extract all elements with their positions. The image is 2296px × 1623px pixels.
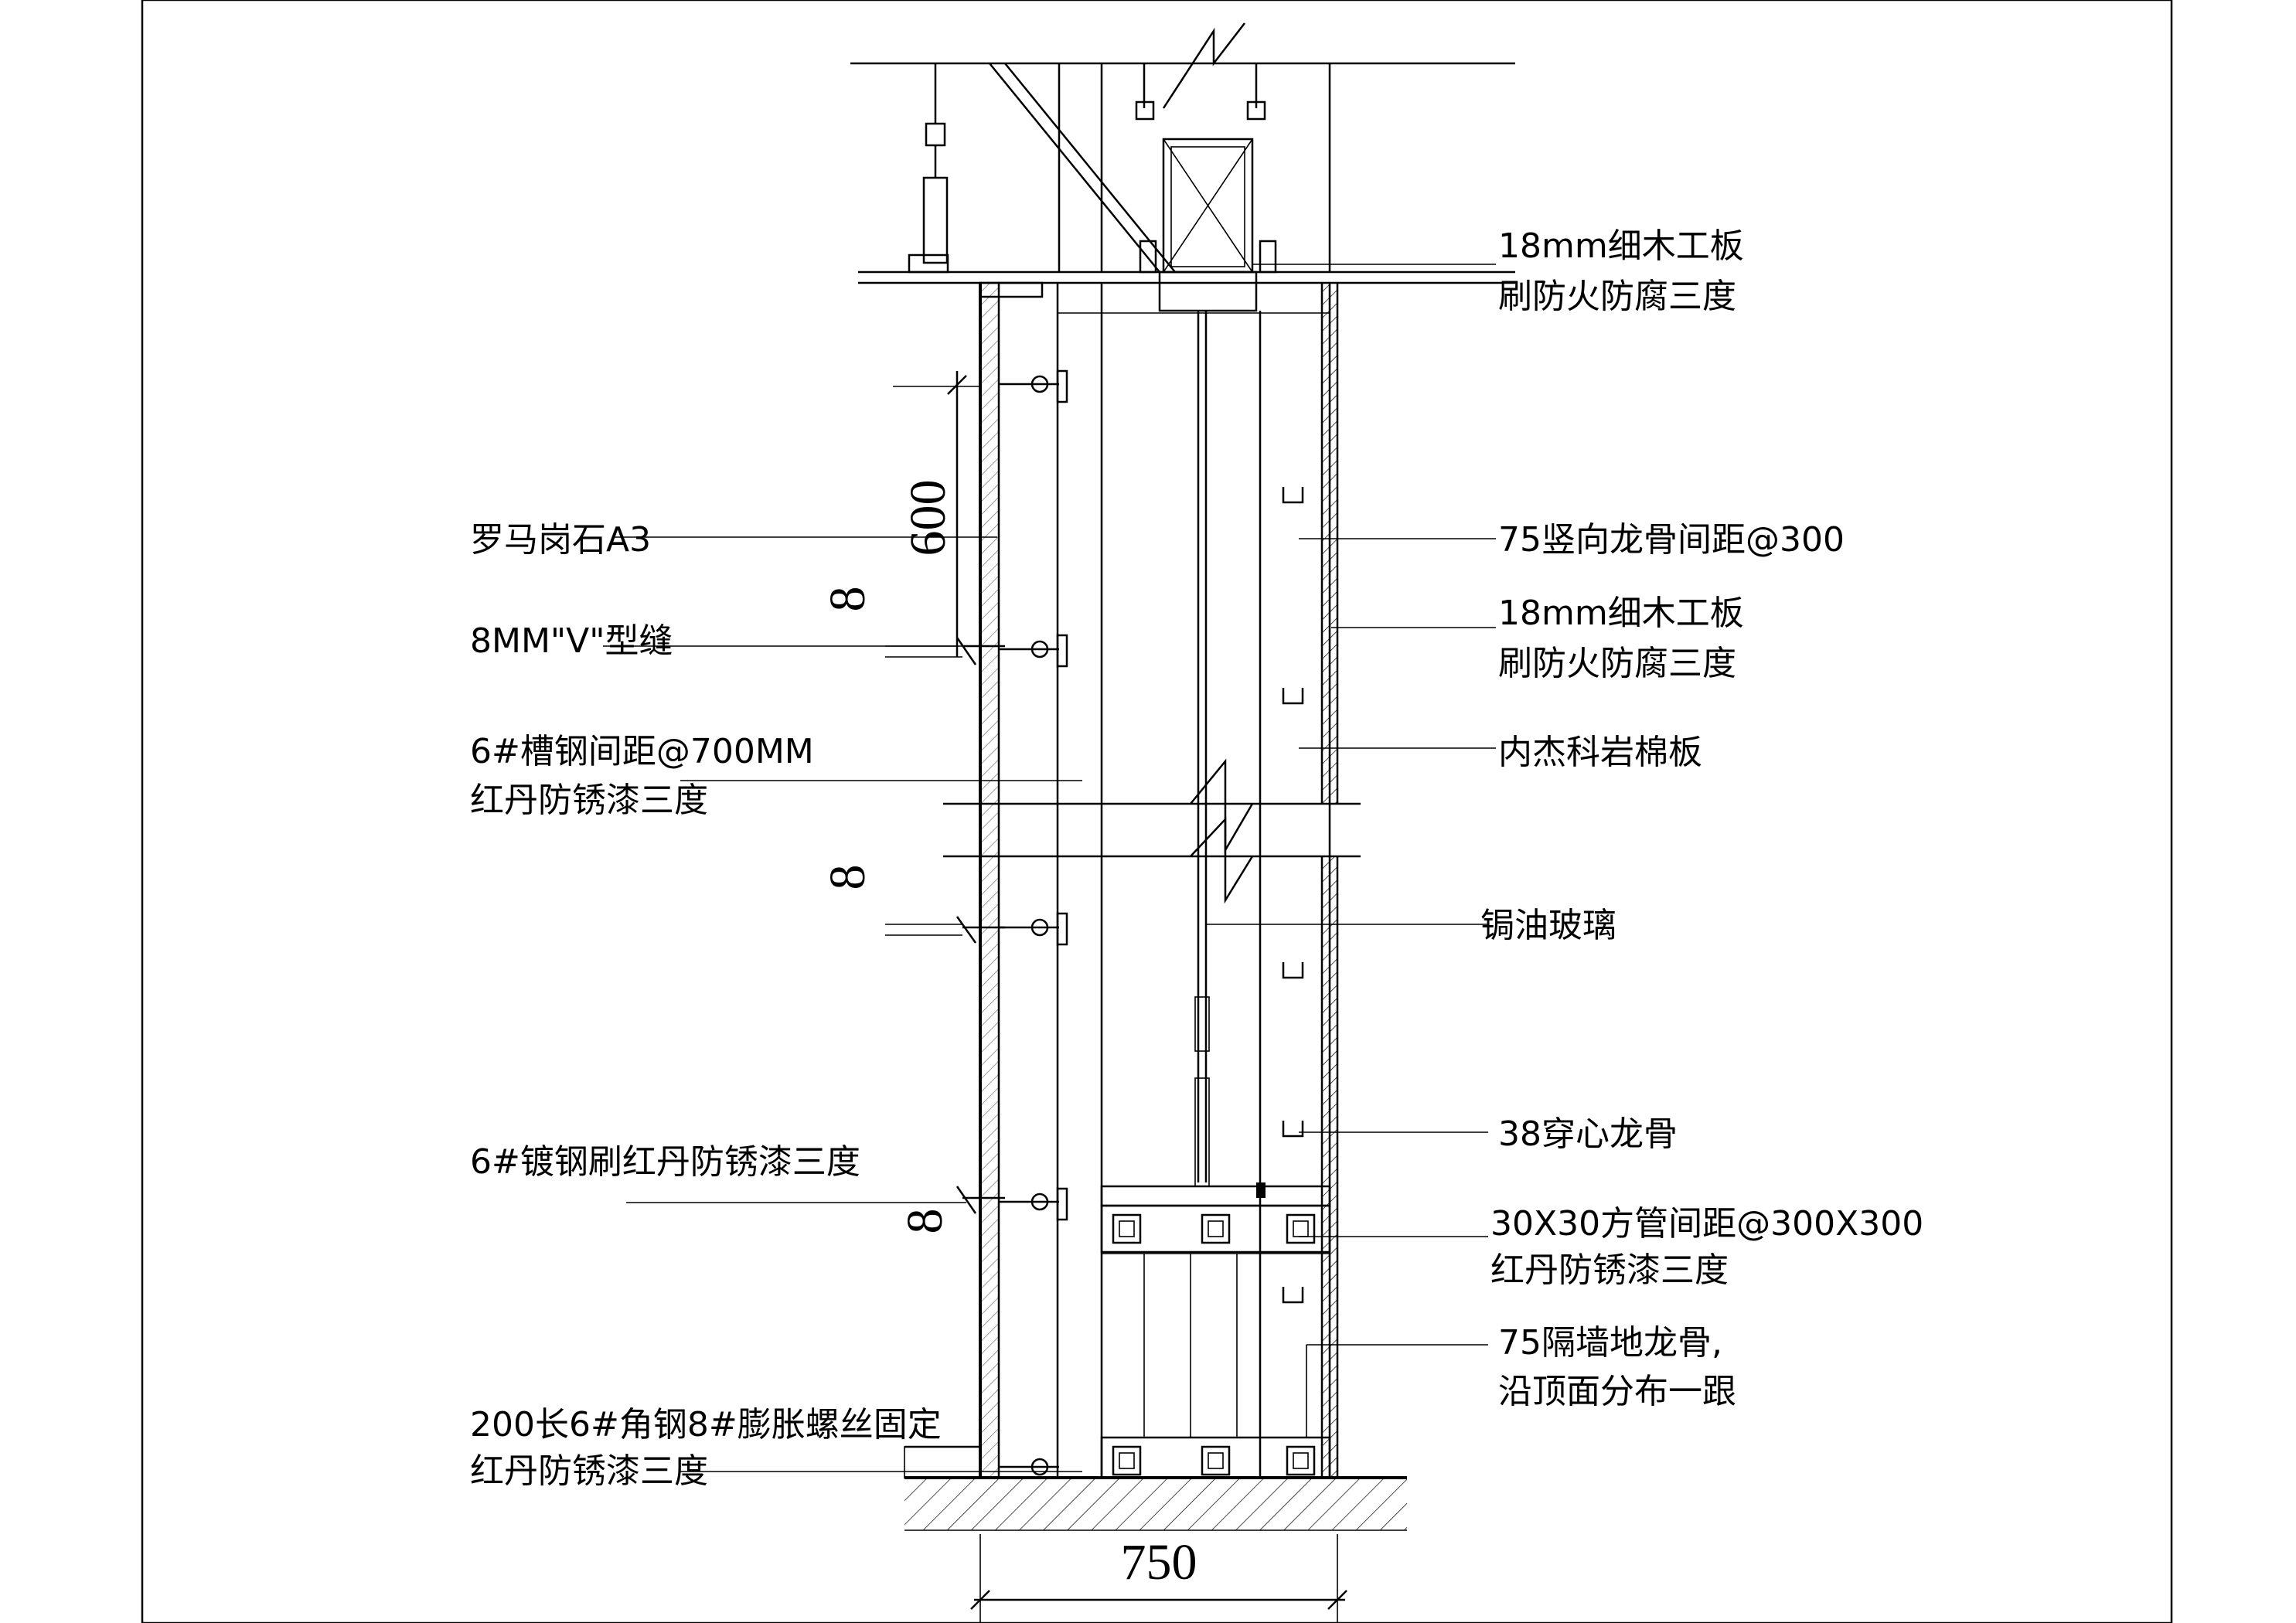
dimension-600: 600 (893, 371, 980, 657)
label-angle-steel-2: 红丹防锈漆三度 (470, 1451, 708, 1491)
label-v-joint: 8MM"V"型缝 (470, 621, 673, 661)
dimension-8-a: 8 (819, 587, 977, 665)
dimension-8-b: 8 (819, 865, 977, 944)
square-tube-frame (1100, 1182, 1331, 1479)
dimension-750: 750 (970, 1534, 1347, 1623)
label-board-top-2: 刷防火防腐三度 (1498, 277, 1736, 316)
label-rockwool: 内杰科岩棉板 (1498, 733, 1702, 772)
label-channel-steel-1: 6#槽钢间距@700MM (470, 732, 814, 771)
label-board-mid-1: 18mm细木工板 (1498, 594, 1744, 633)
drawing-frame (141, 0, 2173, 1623)
label-keel38: 38穿心龙骨 (1498, 1114, 1678, 1154)
break-line (943, 758, 1361, 904)
label-galv-steel: 6#镀钢刷红丹防锈漆三度 (470, 1142, 860, 1182)
label-stud: 75竖向龙骨间距@300 (1498, 520, 1845, 560)
board-layer (1282, 283, 1339, 1478)
bracket-3 (999, 912, 1068, 946)
bracket-1 (999, 369, 1068, 403)
label-angle-steel-1: 200长6#角钢8#膨胀螺丝固定 (470, 1405, 942, 1444)
bracket-2 (999, 634, 1068, 668)
glass-assembly (1058, 283, 1331, 1478)
stone-cladding (962, 281, 1103, 1478)
label-board-top-1: 18mm细木工板 (1498, 226, 1744, 266)
dimension-8-c: 8 (897, 1186, 977, 1234)
left-annotations: 罗马岗石A3 8MM"V"型缝 6#槽钢间距@700MM 红丹防锈漆三度 6#镀… (470, 520, 1082, 1491)
floor-slab (904, 1445, 1407, 1531)
dim-gap-1: 8 (819, 587, 876, 612)
label-square-tube-2: 红丹防锈漆三度 (1490, 1250, 1729, 1290)
right-annotations: 18mm细木工板 刷防火防腐三度 75竖向龙骨间距@300 18mm细木工板 刷… (1206, 226, 1923, 1438)
dim-stone-height: 600 (900, 480, 956, 556)
dim-gap-3: 8 (897, 1209, 953, 1234)
label-channel-steel-2: 红丹防锈漆三度 (470, 781, 708, 820)
dim-total-width: 750 (1121, 1534, 1197, 1591)
bracket-4 (999, 1187, 1068, 1221)
label-floor-keel-2: 沿顶面分布一跟 (1498, 1372, 1736, 1411)
label-floor-keel-1: 75隔墙地龙骨, (1498, 1323, 1722, 1363)
top-structure (850, 22, 1515, 312)
label-square-tube-1: 30X30方管间距@300X300 (1490, 1204, 1923, 1244)
label-glass: 锔油玻璃 (1480, 906, 1616, 945)
label-board-mid-2: 刷防火防腐三度 (1498, 644, 1736, 683)
bracket-5 (999, 1458, 1059, 1476)
dim-gap-2: 8 (819, 865, 876, 890)
label-roman-stone: 罗马岗石A3 (470, 520, 651, 560)
